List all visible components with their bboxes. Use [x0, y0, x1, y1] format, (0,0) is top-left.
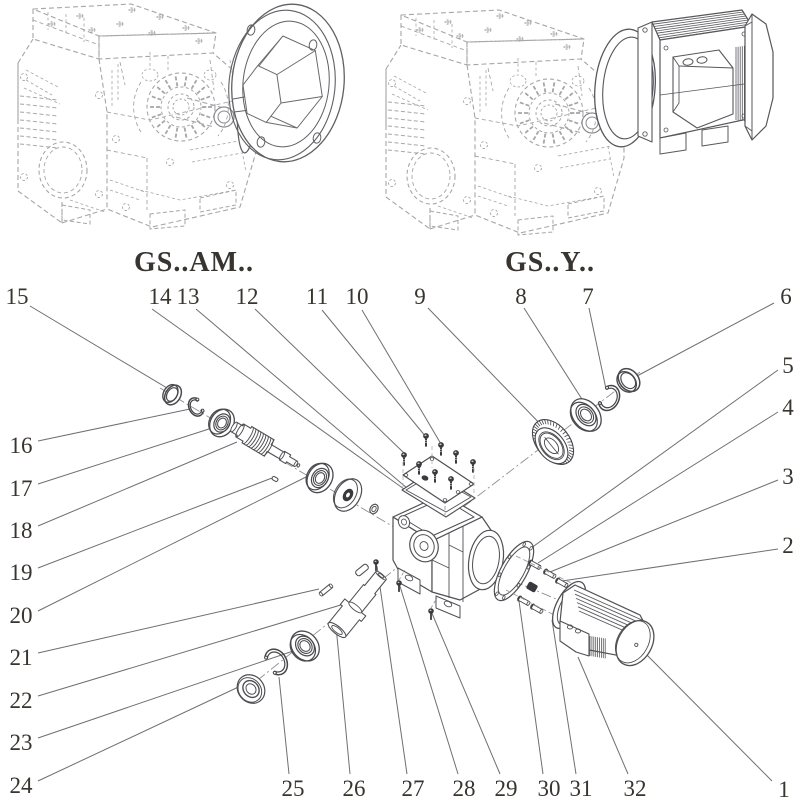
svg-text:5: 5	[782, 353, 794, 378]
svg-text:GS..Y..: GS..Y..	[505, 247, 595, 278]
svg-text:12: 12	[236, 284, 259, 309]
svg-text:23: 23	[10, 730, 33, 755]
svg-text:11: 11	[306, 284, 328, 309]
svg-text:4: 4	[782, 395, 794, 420]
svg-text:14: 14	[149, 284, 173, 309]
svg-text:10: 10	[346, 284, 369, 309]
svg-text:31: 31	[570, 776, 593, 800]
svg-text:7: 7	[582, 284, 594, 309]
svg-text:2: 2	[782, 533, 794, 558]
svg-text:15: 15	[6, 284, 29, 309]
svg-text:6: 6	[780, 284, 792, 309]
svg-text:19: 19	[10, 560, 33, 585]
svg-text:9: 9	[414, 284, 426, 309]
svg-text:16: 16	[10, 433, 33, 458]
svg-text:3: 3	[782, 464, 794, 489]
svg-text:13: 13	[177, 284, 200, 309]
svg-text:27: 27	[402, 776, 425, 800]
svg-text:GS..AM..: GS..AM..	[134, 247, 254, 278]
svg-text:8: 8	[515, 284, 527, 309]
svg-text:32: 32	[624, 776, 647, 800]
svg-text:18: 18	[10, 518, 33, 543]
svg-text:17: 17	[10, 476, 33, 501]
svg-text:28: 28	[453, 776, 476, 800]
svg-text:20: 20	[10, 603, 33, 628]
svg-text:22: 22	[10, 688, 33, 713]
svg-text:1: 1	[778, 777, 790, 800]
svg-text:30: 30	[538, 776, 561, 800]
svg-text:25: 25	[282, 776, 305, 800]
svg-text:21: 21	[10, 645, 33, 670]
svg-text:26: 26	[343, 776, 366, 800]
svg-text:24: 24	[10, 773, 34, 798]
svg-text:29: 29	[495, 776, 518, 800]
